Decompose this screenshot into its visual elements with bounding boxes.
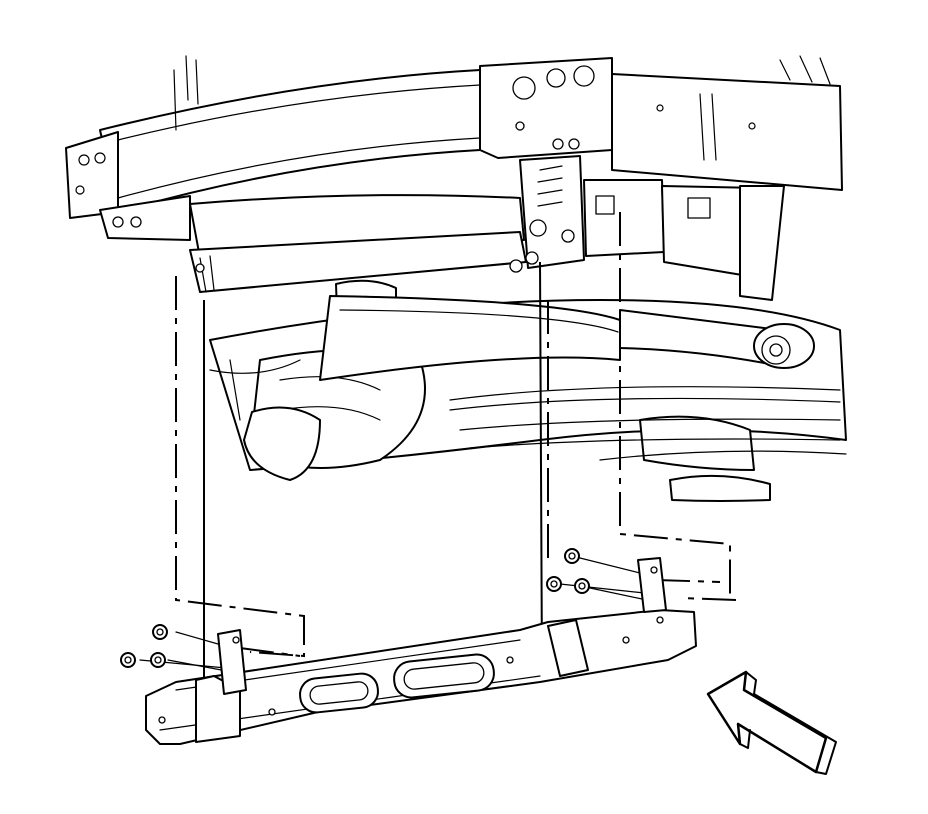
frame-rail-bracket-right — [479, 55, 843, 191]
lower-bumper-beam — [189, 194, 527, 293]
bolt-icon — [546, 576, 562, 592]
tow-bracket-assembly — [519, 155, 785, 301]
bolt-icon — [574, 578, 590, 594]
bolt-icon — [120, 652, 136, 668]
bolt-icon — [150, 652, 166, 668]
bolt-icon — [152, 624, 168, 640]
mounting-bolts-left — [120, 624, 168, 668]
bolt-icon — [564, 548, 580, 564]
lower-crossmember — [145, 557, 697, 745]
upper-bumper-beam — [65, 55, 481, 241]
mounting-bolts-right — [546, 548, 590, 594]
chassis-underbody — [209, 279, 847, 502]
view-direction-arrow-icon — [706, 670, 837, 775]
